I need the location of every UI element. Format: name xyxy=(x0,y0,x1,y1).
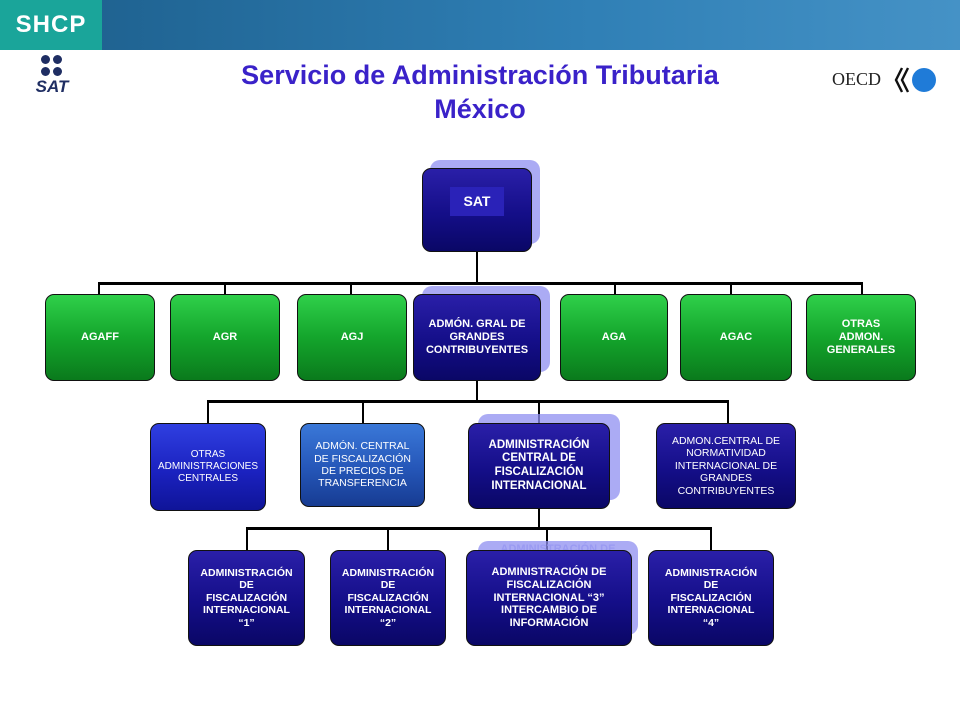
org-node-otras-admon-generales: OTRAS ADMON. GENERALES xyxy=(806,294,916,381)
page-title: Servicio de Administración Tributaria Mé… xyxy=(150,58,810,126)
connector-line xyxy=(98,282,100,295)
connector-line xyxy=(246,527,712,530)
connector-line xyxy=(98,282,862,285)
connector-line xyxy=(224,282,226,295)
connector-line xyxy=(387,527,389,551)
connector-line xyxy=(362,400,364,424)
sat-logo: SAT xyxy=(24,55,80,96)
sat-dots-icon xyxy=(41,55,63,77)
org-node-normatividad-internacional: ADMON.CENTRAL DE NORMATIVIDAD INTERNACIO… xyxy=(656,423,796,509)
org-node-admon-gral-grandes-contribuyentes: ADMÓN. GRAL DE GRANDES CONTRIBUYENTES xyxy=(413,294,541,381)
top-banner xyxy=(0,0,960,50)
oecd-emblem-icon xyxy=(894,67,936,93)
oecd-logo-text: OECD xyxy=(832,69,881,89)
connector-line xyxy=(207,400,209,424)
oecd-logo: OECD xyxy=(832,63,942,95)
org-node-sat: SAT xyxy=(422,168,532,252)
connector-line xyxy=(546,527,548,551)
root-label: SAT xyxy=(449,187,505,216)
shcp-logo: SHCP xyxy=(0,0,102,50)
connector-line xyxy=(476,250,478,283)
connector-line xyxy=(861,282,863,295)
connector-line xyxy=(538,507,540,529)
connector-line xyxy=(246,527,248,551)
org-node-agaff: AGAFF xyxy=(45,294,155,381)
org-node-fiscalizacion-internacional: ADMINISTRACIÓN CENTRAL DE FISCALIZACIÓN … xyxy=(468,423,610,509)
org-node-fiscalizacion-internacional-1: ADMINISTRACIÓN DE FISCALIZACIÓN INTERNAC… xyxy=(188,550,305,646)
title-line-2: México xyxy=(434,94,526,124)
connector-line xyxy=(350,282,352,295)
connector-line xyxy=(710,527,712,551)
org-node-agr: AGR xyxy=(170,294,280,381)
connector-line xyxy=(207,400,729,403)
org-node-agac: AGAC xyxy=(680,294,792,381)
org-node-precios-de-transferencia: ADMÓN. CENTRAL DE FISCALIZACIÓN DE PRECI… xyxy=(300,423,425,507)
connector-line xyxy=(538,400,540,424)
org-node-fiscalizacion-internacional-2: ADMINISTRACIÓN DE FISCALIZACIÓN INTERNAC… xyxy=(330,550,446,646)
connector-line xyxy=(476,380,478,402)
org-node-fiscalizacion-internacional-3: ADMINISTRACIÓN DE FISCALIZACIÓN INTERNAC… xyxy=(466,550,632,646)
org-node-aga: AGA xyxy=(560,294,668,381)
connector-line xyxy=(730,282,732,295)
sat-logo-text: SAT xyxy=(35,77,69,96)
org-node-otras-administraciones-centrales: OTRAS ADMINISTRACIONES CENTRALES xyxy=(150,423,266,511)
connector-line xyxy=(727,400,729,424)
org-node-agj: AGJ xyxy=(297,294,407,381)
title-line-1: Servicio de Administración Tributaria xyxy=(241,60,719,90)
org-node-fiscalizacion-internacional-4: ADMINISTRACIÓN DE FISCALIZACIÓN INTERNAC… xyxy=(648,550,774,646)
connector-line xyxy=(614,282,616,295)
